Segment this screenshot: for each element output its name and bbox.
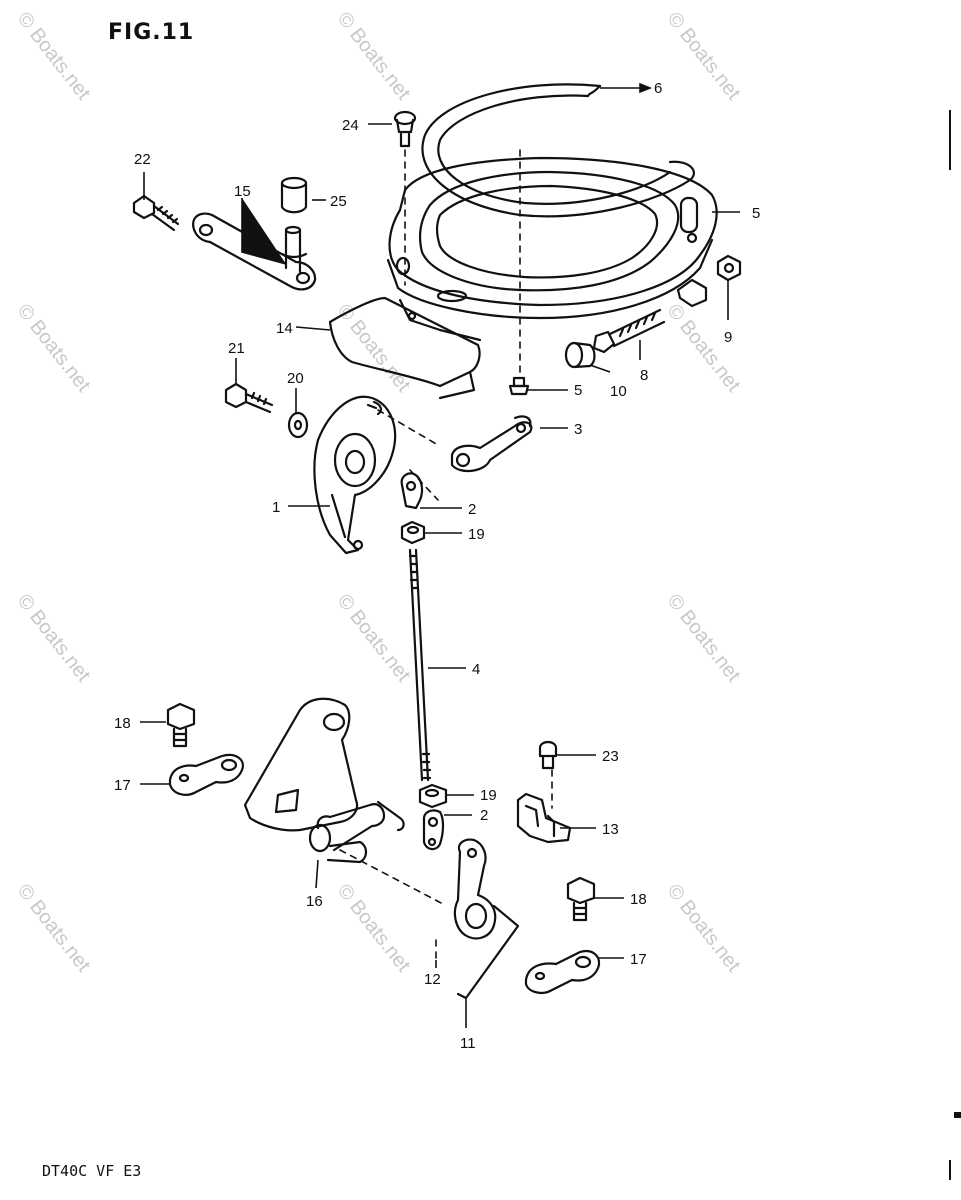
callout-7: 6 (654, 80, 662, 97)
callout-20: 20 (287, 370, 304, 387)
part-8-bolt (592, 308, 666, 354)
callout-22: 22 (134, 151, 151, 168)
part-2-joint-upper (400, 472, 424, 510)
part-25-cap (280, 176, 308, 214)
callout-21: 21 (228, 340, 245, 357)
callout-24: 24 (342, 117, 359, 134)
part-24-screw (393, 110, 417, 148)
part-21-bolt (224, 382, 274, 414)
assembly-guide-lines (339, 149, 553, 961)
callout-16: 16 (306, 893, 323, 910)
part-2-joint-lower (422, 809, 445, 851)
part-4-rod (408, 548, 432, 782)
part-12-lever (453, 838, 497, 940)
callout-23: 23 (602, 748, 619, 765)
callout-4: 4 (472, 661, 480, 678)
part-19-nut-lower (418, 783, 448, 809)
part-18-bolt-left (166, 702, 196, 748)
callout-11: 11 (460, 1035, 476, 1052)
callout-1: 1 (272, 499, 280, 516)
part-10-cap (564, 341, 596, 369)
callout-2-upper: 2 (468, 501, 476, 518)
part-17-clamp-right (524, 950, 601, 994)
part-6-armature-plate (386, 156, 718, 342)
part-13-bracket (516, 792, 572, 844)
callout-15: 15 (234, 183, 251, 200)
callout-18-right: 18 (630, 891, 647, 908)
page-edge-marks (949, 110, 961, 1180)
part-11-wire (456, 904, 520, 1000)
callout-17-right: 17 (630, 951, 647, 968)
part-16-shaft-arm (243, 697, 405, 864)
callout-labels: 6 5 9 8 10 5 3 2 19 4 19 2 13 23 18 17 1… (114, 80, 760, 1052)
callout-14: 14 (276, 320, 293, 337)
part-17-clamp-left (168, 753, 244, 796)
part-20-washer (287, 411, 309, 439)
part-5-screw (508, 376, 530, 396)
callout-6: 5 (752, 205, 760, 222)
callout-5: 5 (574, 382, 582, 399)
callout-25: 25 (330, 193, 347, 210)
callout-10: 10 (610, 383, 627, 400)
part-14-shield (328, 296, 481, 400)
part-23-screw (538, 740, 558, 770)
callout-2-lower: 2 (480, 807, 488, 824)
callout-12: 12 (424, 971, 441, 988)
callout-leaders (140, 82, 740, 1028)
part-3-link-rod (450, 415, 533, 473)
callout-18-left: 18 (114, 715, 131, 732)
part-plate-bracket (676, 278, 708, 308)
callout-8: 8 (640, 367, 648, 384)
part-19-nut-upper (400, 520, 426, 545)
part-7-ring (421, 83, 695, 218)
callout-19-upper: 19 (468, 526, 485, 543)
part-1-throttle-cam (313, 395, 397, 555)
part-22-bolt (132, 194, 180, 232)
callout-17-left: 17 (114, 777, 131, 794)
callout-19-lower: 19 (480, 787, 497, 804)
part-15-link-arm (192, 212, 317, 291)
callout-13: 13 (602, 821, 619, 838)
callout-3: 3 (574, 421, 582, 438)
callout-9: 9 (724, 329, 732, 346)
part-9-nut (716, 254, 742, 282)
figure-title: FIG.11 (108, 20, 195, 45)
model-code: DT40C VF E3 (42, 1162, 142, 1180)
part-18-bolt-right (566, 876, 596, 922)
